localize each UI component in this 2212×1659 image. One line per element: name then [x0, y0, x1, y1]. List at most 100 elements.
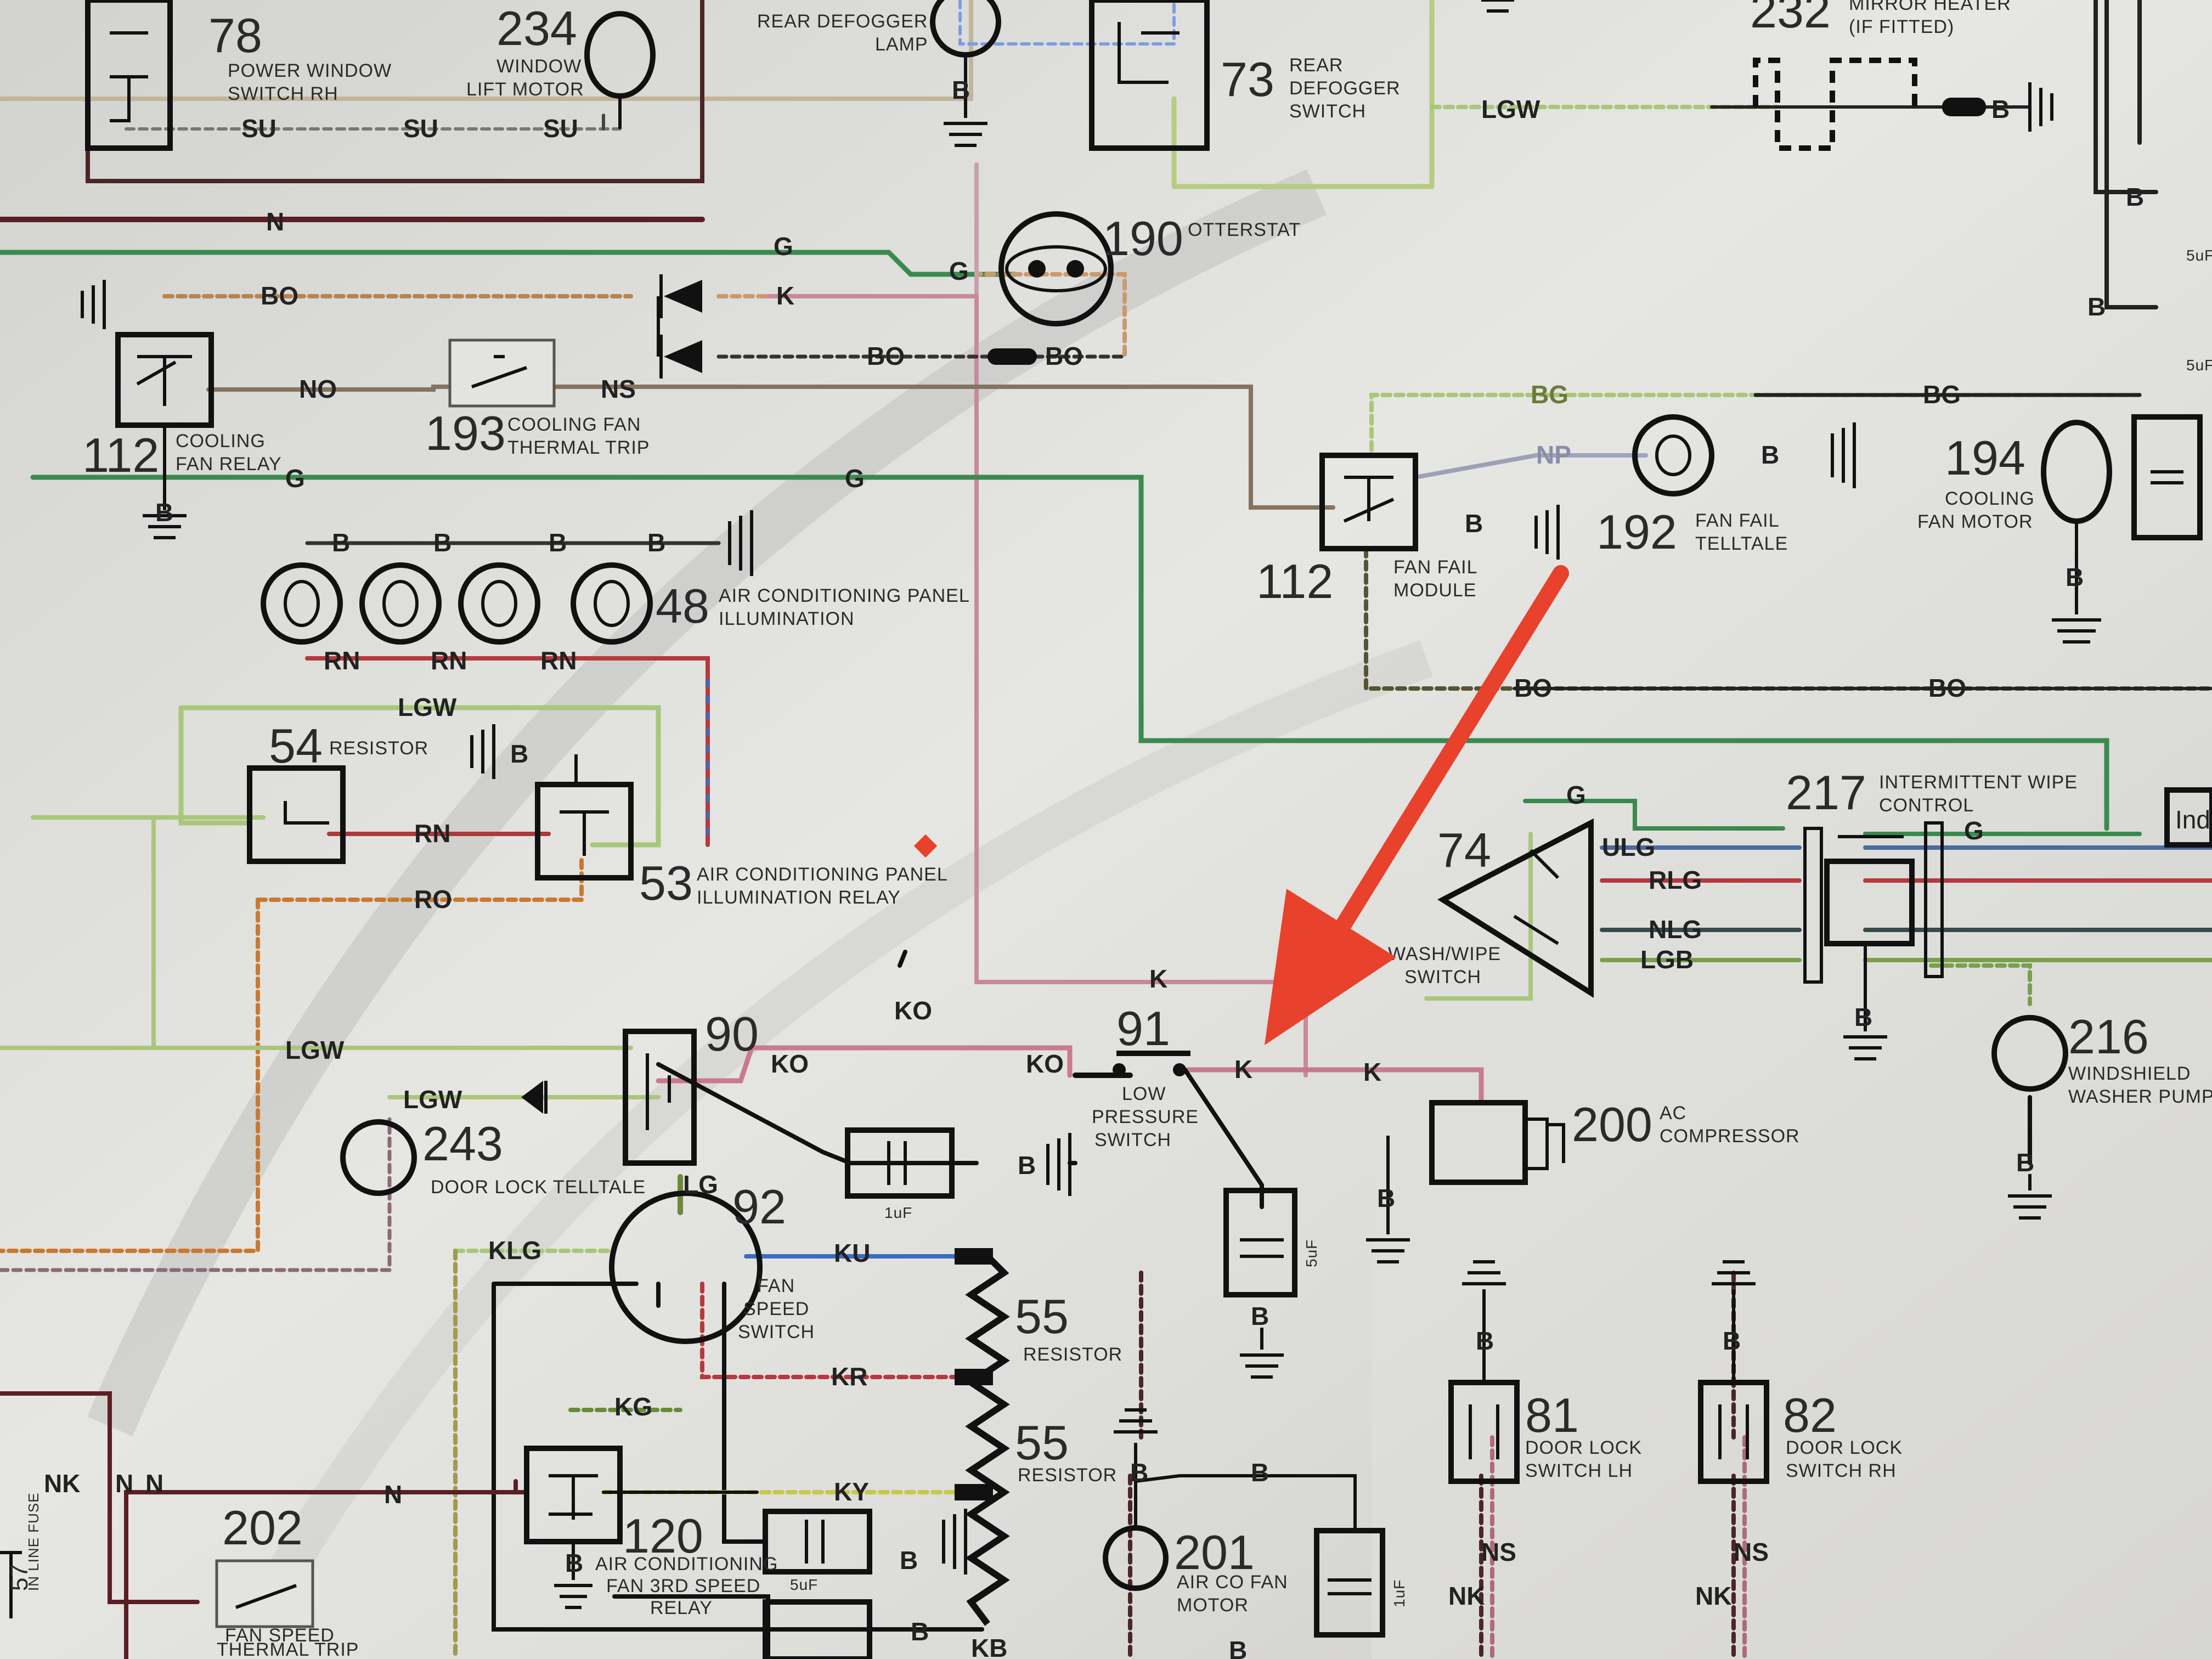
component-number: 48: [656, 579, 709, 633]
wire-label: G: [285, 464, 305, 493]
capacitor-value: 1uF: [1391, 1579, 1408, 1607]
wire-label: NK: [1448, 1582, 1485, 1610]
component-number: 201: [1174, 1525, 1255, 1579]
component-number: 194: [1945, 431, 2025, 485]
wire-label: B: [900, 1546, 918, 1575]
component-number: 91: [1116, 1001, 1170, 1056]
component-caption: ILLUMINATION RELAY: [697, 887, 901, 908]
wire-label: G: [845, 464, 865, 493]
wire-label: RN: [414, 819, 450, 848]
component-90: 90: [705, 1007, 759, 1061]
wire-label: NO: [299, 375, 337, 403]
capacitor-values: 1uF 5uF 5uF 1uF 5uF 5uF: [790, 247, 2212, 1607]
component-number: 216: [2068, 1009, 2149, 1064]
wire-label: SU: [543, 114, 578, 143]
wire-label: B: [565, 1549, 583, 1577]
wire-label: BG: [1531, 380, 1568, 409]
capacitor-value: 5uF: [2186, 247, 2212, 264]
component-caption: RESISTOR: [329, 738, 428, 759]
wire-label: K: [1234, 1055, 1252, 1084]
capacitor-value: 5uF: [790, 1576, 818, 1593]
component-caption: SWITCH RH: [1786, 1460, 1897, 1481]
wire-label: KR: [831, 1362, 867, 1391]
wire-label: NS: [1481, 1538, 1516, 1566]
wire-label: NP: [1536, 441, 1571, 469]
component-caption: FAN 3RD SPEED: [606, 1576, 760, 1596]
wire-label: B: [647, 528, 665, 557]
component-number: 82: [1783, 1388, 1837, 1442]
component-caption: AIR CONDITIONING PANEL: [719, 585, 970, 606]
component-caption: RESISTOR: [1018, 1465, 1117, 1486]
wire-label: G: [1964, 816, 1984, 845]
component-caption: AIR CONDITIONING PANEL: [697, 864, 948, 885]
component-caption: WINDSHIELD: [2068, 1063, 2191, 1084]
wire-label: NS: [601, 375, 636, 403]
wire-label: B: [1723, 1327, 1741, 1355]
component-caption: (IF FITTED): [1849, 16, 1954, 37]
wire-label: B: [1465, 509, 1483, 538]
component-caption: WASHER PUMP: [2068, 1086, 2212, 1107]
component-caption: PRESSURE: [1092, 1107, 1199, 1127]
component-caption: SWITCH: [738, 1322, 815, 1342]
capacitor-value: 5uF: [2186, 357, 2212, 374]
wire-label: N: [384, 1480, 402, 1509]
component-number: 81: [1525, 1388, 1579, 1442]
component-number: 243: [422, 1116, 503, 1171]
component-caption: FAN: [757, 1276, 795, 1296]
component-caption: COOLING: [176, 431, 266, 452]
component-caption: DEFOGGER: [1289, 78, 1401, 99]
wire-label: B: [1251, 1458, 1269, 1487]
wire-label: RN: [431, 646, 467, 675]
wire-label: BO: [1045, 342, 1083, 370]
component-caption: LOW: [1122, 1084, 1166, 1104]
wire-label: BG: [1923, 380, 1961, 409]
wire-label: B: [1377, 1184, 1395, 1212]
wire-label: NS: [1734, 1538, 1769, 1566]
wire-label: KO: [771, 1049, 809, 1078]
component-caption: FAN FAIL: [1695, 510, 1780, 531]
wire-label: RO: [414, 885, 452, 913]
component-number: 112: [1256, 554, 1333, 608]
wire-label: B: [1991, 95, 2010, 123]
wire-label: BO: [1514, 674, 1552, 702]
component-caption: COMPRESSOR: [1660, 1126, 1800, 1147]
wire-label: B: [911, 1617, 929, 1646]
component-caption: POWER WINDOW: [228, 60, 392, 81]
component-caption: IN LINE FUSE: [25, 1492, 42, 1591]
component-caption: SWITCH: [1289, 101, 1366, 122]
component-number: 92: [732, 1180, 786, 1234]
component-caption: FAN SPEED: [225, 1625, 335, 1646]
wire-label: LGB: [1640, 945, 1694, 974]
component-number: 234: [496, 1, 577, 55]
wire-label: B: [1229, 1636, 1247, 1659]
wire-label: RLG: [1649, 866, 1702, 894]
component-caption: RESISTOR: [1023, 1344, 1122, 1365]
wire-label: N: [266, 207, 284, 236]
wire-labels: SU SU SU B LGW B N G G BO K BO BO NO NS …: [44, 76, 2144, 1659]
component-caption: SWITCH RH: [228, 83, 338, 104]
component-caption: CONTROL: [1879, 795, 1974, 816]
component-caption: DOOR LOCK TELLTALE: [431, 1177, 646, 1198]
component-number: 202: [222, 1500, 303, 1555]
wire-label: KG: [614, 1392, 652, 1421]
component-caption: THERMAL TRIP: [217, 1639, 359, 1659]
component-caption: WASH/WIPE: [1388, 944, 1501, 964]
wire-label: LGW: [403, 1085, 462, 1114]
wire-label: NLG: [1649, 915, 1702, 944]
wire-label: B: [1251, 1302, 1269, 1330]
component-caption: REAR DEFOGGER: [757, 11, 928, 32]
